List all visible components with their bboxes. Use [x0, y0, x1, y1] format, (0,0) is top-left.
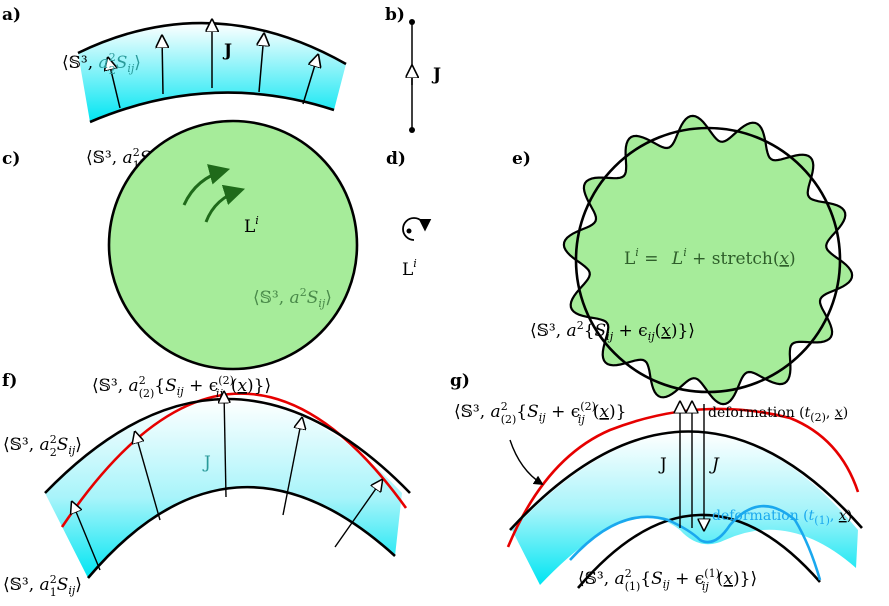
panel-g-inner-arc	[577, 513, 821, 589]
panel-c-L: Li	[244, 214, 259, 237]
panel-a-label: a)	[2, 5, 21, 25]
panel-f: f) J ⟨𝕊³, a2(2){Sij + ϵ(2)ij(x)}⟩ ⟨𝕊³, a…	[2, 371, 411, 599]
panel-b-bottom-dot	[409, 127, 415, 133]
panel-g-outer-arc	[509, 430, 863, 531]
panel-d-center-dot	[406, 228, 412, 234]
panel-b-top-dot	[409, 19, 415, 25]
panel-d-rotation-icon	[402, 217, 432, 241]
panel-e: e) Li = Li + stretch(x) ⟨𝕊³, a2{Sij + ϵi…	[512, 114, 854, 406]
panel-g-deformation-top: deformation (t(2), x)	[708, 405, 848, 424]
panel-a-J: J	[222, 41, 232, 61]
panel-c: c) Li ⟨𝕊³, a2Sij⟩	[2, 119, 359, 371]
panel-e-equation: Li = Li + stretch(x)	[624, 246, 796, 269]
panel-c-rotation-arrow-outer	[182, 164, 231, 206]
panel-g-J1: J	[658, 455, 667, 475]
panel-g-bottom-label: ⟨𝕊³, a2(1){Sij + ϵ(1)ij(x)}⟩	[578, 567, 757, 593]
panel-d-label: d)	[386, 149, 406, 169]
panel-a-arrows	[108, 20, 318, 109]
panel-c-label: c)	[2, 149, 20, 169]
panel-d-L: Li	[402, 257, 417, 280]
panel-g-shell	[512, 432, 858, 585]
panel-c-rotation-arrow-inner	[204, 184, 246, 223]
panel-e-sphere-outline	[574, 126, 842, 394]
panel-e-formula: ⟨𝕊³, a2{Sij + ϵij(x)}⟩	[530, 319, 695, 343]
panel-g: g) J J ⟨𝕊³, a2(2){Sij + ϵ(2)ij(x)} defor…	[450, 371, 863, 593]
panel-d: d) Li	[386, 149, 432, 280]
panel-f-arrows	[72, 392, 382, 571]
panel-g-deformation-mid: deformation (t(1), x)	[712, 508, 852, 527]
panel-e-label: e)	[512, 149, 531, 169]
panel-f-label: f)	[2, 371, 17, 391]
panel-g-blue-curve	[569, 504, 822, 581]
panel-b-label: b)	[385, 5, 405, 25]
panel-g-label: g)	[450, 371, 470, 391]
panel-g-pointer-arrow	[509, 439, 544, 486]
panel-c-sphere	[107, 119, 359, 371]
panel-b: b) J	[385, 5, 441, 133]
panel-g-J2: J	[709, 455, 720, 475]
panel-f-red-arc	[60, 392, 408, 528]
panel-f-top-label: ⟨𝕊³, a2(2){Sij + ϵ(2)ij(x)}⟩	[92, 374, 271, 400]
panel-b-J: J	[431, 65, 441, 85]
panel-g-top-label: ⟨𝕊³, a2(2){Sij + ϵ(2)ij(x)}	[454, 400, 627, 426]
panel-f-J: J	[202, 453, 211, 473]
